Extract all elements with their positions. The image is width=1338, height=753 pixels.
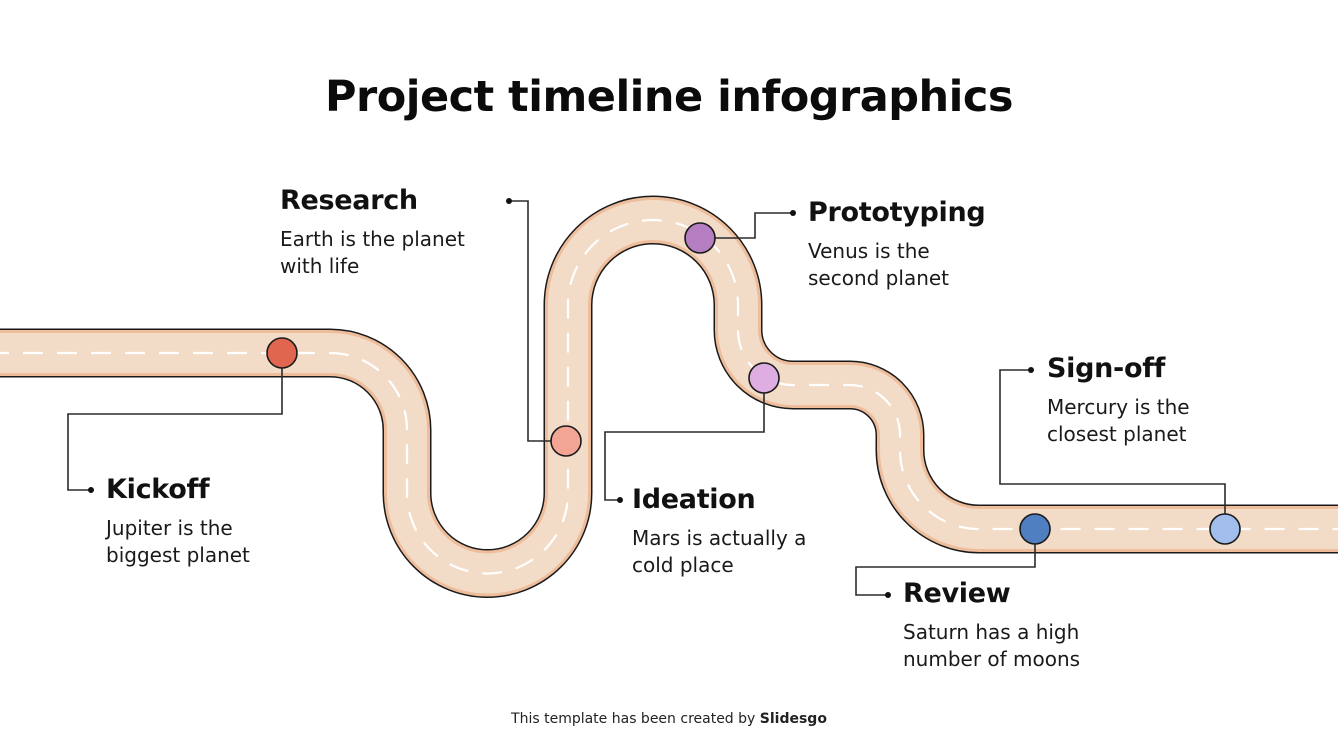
prototyping-connector-dot — [790, 210, 796, 216]
kickoff-connector-dot — [88, 487, 94, 493]
ideation-connector — [604, 378, 765, 501]
description-line: second planet — [808, 266, 950, 290]
milestone-description: Mars is actually a cold place — [632, 525, 806, 579]
description-line: Jupiter is the — [106, 516, 233, 540]
sign-off-connector — [999, 369, 1226, 529]
milestone-title: Kickoff — [106, 474, 210, 505]
milestone-description: Mercury is the closest planet — [1047, 394, 1190, 448]
milestone-description: Venus is the second planet — [808, 238, 985, 292]
milestone-prototyping: Prototyping Venus is the second planet — [808, 197, 986, 292]
description-line: Mercury is the — [1047, 395, 1190, 419]
milestone-title: Review — [903, 578, 1011, 609]
sign-off-marker[interactable] — [1209, 513, 1241, 545]
milestone-ideation: Ideation Mars is actually a cold place — [632, 484, 806, 579]
research-marker[interactable] — [550, 425, 582, 457]
research-connector-dot — [506, 198, 512, 204]
milestone-title: Ideation — [632, 484, 756, 515]
description-line: biggest planet — [106, 543, 250, 567]
milestone-review: Review Saturn has a high number of moons — [903, 578, 1080, 673]
description-line: number of moons — [903, 647, 1081, 671]
footer-brand-link[interactable]: Slidesgo — [759, 711, 827, 727]
kickoff-connector — [67, 353, 283, 491]
sign-off-connector-dot — [1028, 367, 1034, 373]
footer-credit: This template has been created by Slides… — [0, 711, 1338, 727]
review-connector-dot — [885, 592, 891, 598]
milestone-title: Sign-off — [1047, 353, 1166, 384]
review-marker[interactable] — [1019, 513, 1051, 545]
milestone-research: Research Earth is the planet with life — [280, 185, 465, 280]
description-line: Saturn has a high — [903, 620, 1080, 644]
review-connector — [855, 529, 1036, 596]
prototyping-connector — [700, 212, 793, 239]
description-line: Earth is the planet — [280, 227, 465, 251]
page-title: Project timeline infographics — [325, 72, 1014, 122]
milestone-title: Research — [280, 185, 418, 216]
milestone-description: Saturn has a high number of moons — [903, 619, 1080, 673]
description-line: closest planet — [1047, 422, 1187, 446]
footer-prefix: This template has been created by — [511, 711, 760, 727]
milestone-title: Prototyping — [808, 197, 986, 228]
ideation-connector-dot — [617, 497, 623, 503]
description-line: Venus is the — [808, 239, 930, 263]
milestone-description: Earth is the planet with life — [280, 226, 465, 280]
research-connector — [509, 200, 566, 442]
prototyping-marker[interactable] — [684, 222, 716, 254]
ideation-marker[interactable] — [748, 362, 780, 394]
description-line: Mars is actually a — [632, 526, 807, 550]
kickoff-marker[interactable] — [266, 337, 298, 369]
description-line: with life — [280, 254, 360, 278]
milestone-kickoff: Kickoff Jupiter is the biggest planet — [106, 474, 250, 569]
description-line: cold place — [632, 553, 734, 577]
milestone-description: Jupiter is the biggest planet — [106, 515, 250, 569]
milestone-sign-off: Sign-off Mercury is the closest planet — [1047, 353, 1190, 448]
